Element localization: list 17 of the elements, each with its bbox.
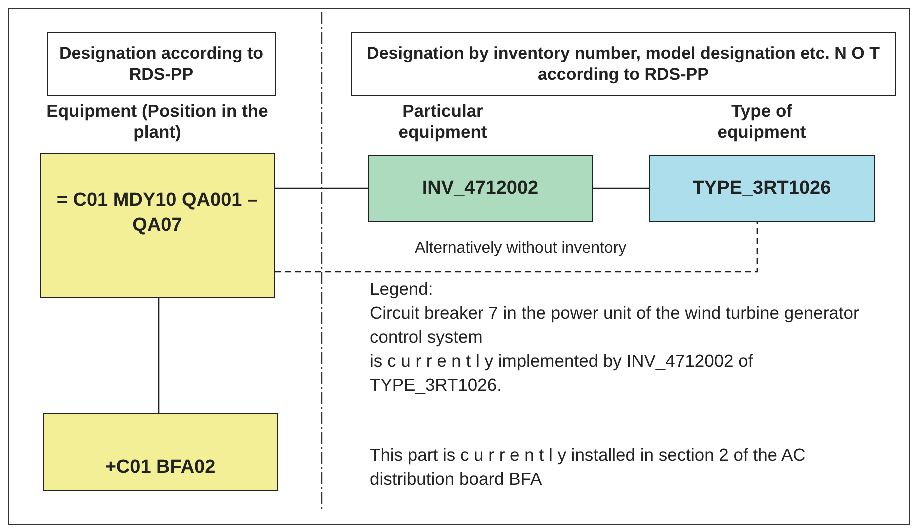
heading-box: Designation by inventory number, model designation etc. N O T according to RDS-PP [351,32,896,96]
note-text: Legend: [370,278,434,301]
heading-box: Designation according to RDS-PP [47,32,276,96]
column-heading: Particular equipment [398,101,488,143]
dashed-connector [275,222,758,273]
note-text: This part is c u r r e n t l y installed in section 2 of the AC distribution board BFA [370,444,807,491]
designation-code: +C01 BFA02 [105,456,216,480]
column-heading: Type of equipment [716,101,808,143]
note-text: is c u r r e n t l y implemented by INV_4712002 of TYPE_3RT1026. [370,350,754,397]
designation-code: = C01 MDY10 QA001 –QA07 [56,189,260,238]
designation-code: INV_4712002 [422,177,539,201]
connector-line [593,188,649,190]
edge-label: Alternatively without inventory [413,239,629,259]
designation-code: TYPE_3RT1026 [692,177,832,201]
column-heading: Equipment (Position in the plant) [46,101,270,143]
connector-line [158,298,160,413]
connector-line [275,188,368,190]
